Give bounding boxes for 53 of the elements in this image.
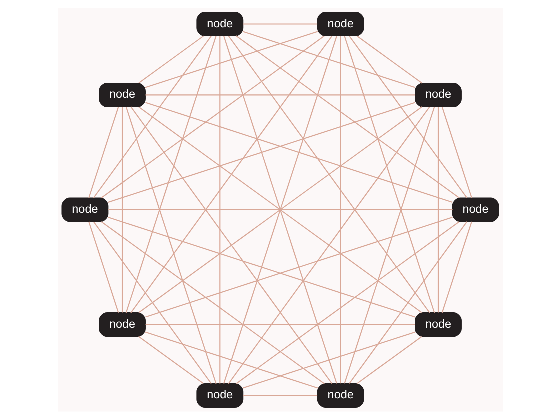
- connector: [348, 222, 468, 384]
- connector: [144, 31, 318, 88]
- connector: [223, 36, 337, 384]
- connector: [138, 336, 204, 384]
- connector: [121, 107, 123, 313]
- connector: [219, 36, 220, 384]
- connector: [228, 106, 430, 384]
- node-box: node: [414, 312, 462, 338]
- connector: [344, 36, 435, 314]
- node-box: node: [98, 312, 146, 338]
- connector: [88, 107, 119, 198]
- connector: [138, 106, 422, 314]
- connector: [242, 24, 318, 25]
- connector: [145, 324, 415, 326]
- connector: [92, 36, 212, 198]
- connector: [145, 217, 452, 318]
- connector: [108, 102, 415, 203]
- connector: [437, 107, 439, 313]
- node-box: node: [316, 383, 364, 408]
- connector: [145, 102, 452, 203]
- node-box: node: [316, 12, 364, 37]
- connector: [236, 36, 460, 199]
- connector: [93, 222, 212, 384]
- connector: [242, 31, 416, 88]
- connector: [88, 222, 119, 314]
- connector: [145, 94, 415, 96]
- connector: [441, 107, 472, 198]
- connector: [228, 36, 430, 314]
- connector: [125, 107, 216, 384]
- node-box: node: [414, 82, 462, 108]
- connector: [356, 336, 422, 384]
- connector: [441, 222, 472, 314]
- connector: [242, 395, 318, 396]
- node-box: node: [61, 198, 108, 222]
- connector: [125, 36, 216, 314]
- connector: [138, 36, 204, 84]
- connector: [100, 221, 324, 384]
- connector: [344, 106, 435, 384]
- node-box: node: [196, 12, 244, 37]
- connector: [144, 332, 318, 389]
- node-box: node: [196, 383, 244, 408]
- connector: [108, 209, 452, 211]
- connector: [130, 106, 332, 384]
- node-box: node: [452, 198, 499, 222]
- connector: [236, 221, 460, 384]
- connector: [340, 36, 341, 384]
- connector: [242, 332, 416, 389]
- connector: [108, 217, 415, 318]
- connector: [356, 36, 422, 84]
- connector: [348, 36, 468, 198]
- node-box: node: [98, 82, 146, 108]
- connector: [100, 36, 324, 199]
- connector: [130, 36, 332, 314]
